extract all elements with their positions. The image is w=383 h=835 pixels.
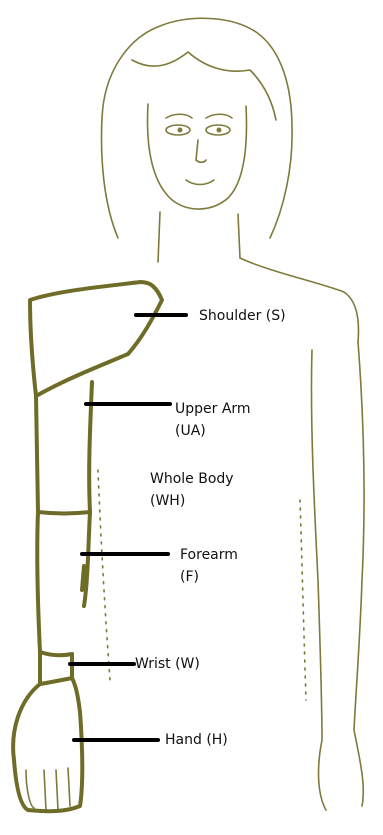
hair-outline — [102, 18, 293, 238]
right-arm-inner — [311, 350, 326, 810]
upper-arm-label: Upper Arm (UA) — [175, 398, 251, 442]
hand-label: Hand (H) — [165, 729, 228, 751]
upper-arm-label-line1: Upper Arm — [175, 398, 251, 420]
neck-right — [238, 214, 240, 258]
upper-arm-label-line2: (UA) — [175, 420, 251, 442]
shoulder-segment — [30, 282, 162, 396]
elbow-band — [38, 512, 90, 514]
torso-left — [98, 470, 110, 680]
forearm-label: Forearm (F) — [180, 544, 238, 588]
torso-right — [300, 500, 306, 700]
neck-left — [158, 212, 160, 262]
hand-label-text: Hand (H) — [165, 729, 228, 751]
hair-fringe — [132, 52, 276, 120]
upper-arm-segment — [36, 382, 92, 512]
forearm-label-line2: (F) — [180, 566, 238, 588]
nose — [196, 140, 206, 162]
wrist-label: Wrist (W) — [135, 653, 200, 675]
forearm-segment — [37, 512, 90, 652]
whole-body-label-line1: Whole Body — [150, 468, 234, 490]
mouth — [186, 180, 214, 185]
whole-body-label: Whole Body (WH) — [150, 468, 234, 512]
hand-fingers — [26, 768, 70, 810]
whole-body-label-line2: (WH) — [150, 490, 234, 512]
right-arm-outer — [354, 342, 364, 806]
wrist-bottom-band — [40, 678, 72, 684]
hand-segment — [13, 678, 82, 811]
forearm-label-line1: Forearm — [180, 544, 238, 566]
right-shoulder — [240, 258, 358, 342]
wrist-band — [40, 652, 72, 655]
wrist-label-text: Wrist (W) — [135, 653, 200, 675]
shoulder-label: Shoulder (S) — [199, 305, 286, 327]
shoulder-label-text: Shoulder (S) — [199, 305, 286, 327]
